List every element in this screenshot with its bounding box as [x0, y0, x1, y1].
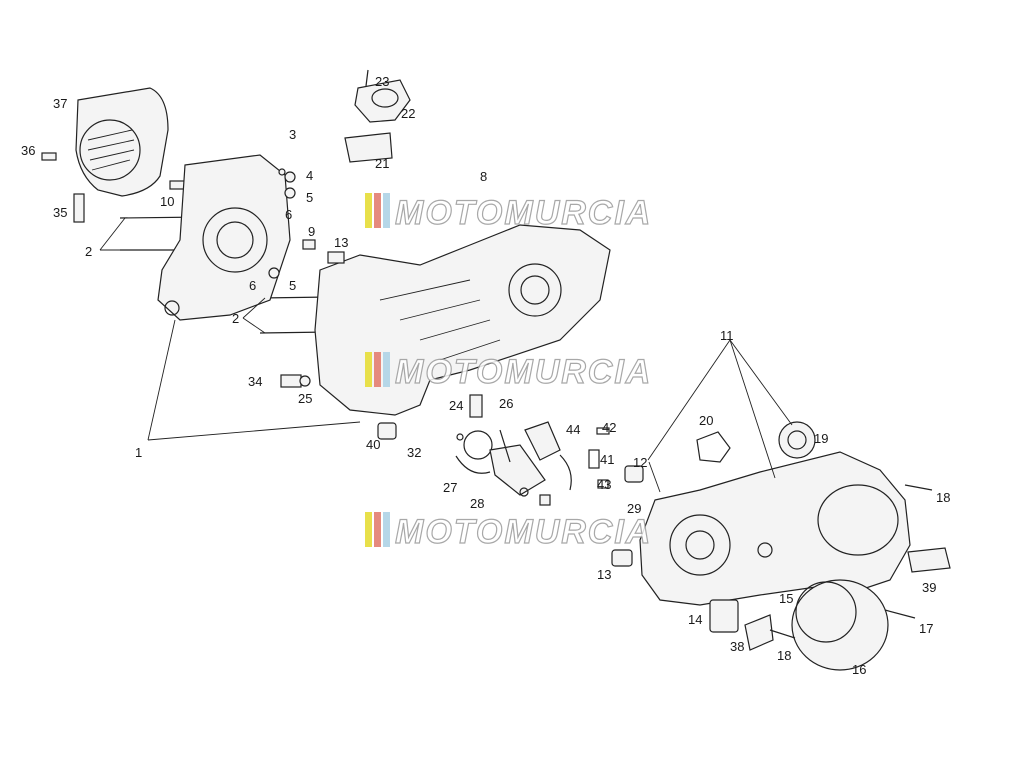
- callout-14: 14: [688, 612, 702, 627]
- part-39-plate: [907, 547, 951, 573]
- part-23-screw: [365, 69, 369, 87]
- watermark-text: MOTOMURCIA: [395, 353, 652, 391]
- callout-37: 37: [53, 96, 67, 111]
- callout-25: 25: [298, 391, 312, 406]
- part-16-cover: [791, 579, 889, 671]
- callout-42: 42: [602, 420, 616, 435]
- callout-17: 17: [919, 621, 933, 636]
- watermark-top: MOTOMURCIA: [365, 193, 652, 233]
- leader-lines: [99, 217, 793, 493]
- callout-29: 29: [627, 501, 641, 516]
- callout-11: 11: [720, 328, 734, 343]
- callout-23: 23: [375, 74, 389, 89]
- callout-2: 2: [232, 311, 239, 326]
- callout-3: 3: [289, 127, 296, 142]
- callout-13: 13: [334, 235, 348, 250]
- part-37-fan-cover: [75, 87, 169, 197]
- watermark-text: MOTOMURCIA: [395, 513, 652, 551]
- part-34-plug: [280, 374, 311, 388]
- callout-36: 36: [21, 143, 35, 158]
- part-22-intake-manifold: [354, 79, 411, 123]
- watermark-text: MOTOMURCIA: [395, 194, 652, 232]
- part-35-clip: [73, 193, 85, 223]
- part-36-screw: [41, 152, 57, 161]
- callout-1: 1: [135, 445, 142, 460]
- part-14-pad: [709, 599, 739, 633]
- callout-40: 40: [366, 437, 380, 452]
- kickstart-parts: [455, 394, 610, 506]
- part-12-bush: [624, 465, 644, 483]
- callout-44: 44: [566, 422, 580, 437]
- callout-39: 39: [922, 580, 936, 595]
- callout-27: 27: [443, 480, 457, 495]
- callout-labels: 1 2 2 3 4 5 5 6 6 8 9 10 11 12 13 13 14 …: [21, 74, 950, 677]
- callout-6: 6: [249, 278, 256, 293]
- callout-10: 10: [160, 194, 174, 209]
- callout-28: 28: [470, 496, 484, 511]
- callout-41: 41: [600, 452, 614, 467]
- callout-16: 16: [852, 662, 866, 677]
- callout-35: 35: [53, 205, 67, 220]
- watermark-bottom: MOTOMURCIA: [365, 512, 652, 552]
- part-20-gasket: [696, 431, 731, 463]
- part-40-bush: [377, 422, 397, 440]
- part-21-gasket: [344, 132, 393, 163]
- callout-18: 18: [777, 648, 791, 663]
- callout-43: 43: [597, 477, 611, 492]
- callout-34: 34: [248, 374, 262, 389]
- callout-13: 13: [597, 567, 611, 582]
- callout-21: 21: [375, 156, 389, 171]
- callout-12: 12: [633, 455, 647, 470]
- part-13-bush: [611, 549, 633, 567]
- part-38-bracket: [744, 614, 774, 651]
- callout-4: 4: [306, 168, 313, 183]
- part-19-bearing: [778, 421, 816, 459]
- callout-20: 20: [699, 413, 713, 428]
- small-fasteners: [268, 168, 345, 279]
- callout-2: 2: [85, 244, 92, 259]
- callout-26: 26: [499, 396, 513, 411]
- callout-6: 6: [285, 207, 292, 222]
- callout-8: 8: [480, 169, 487, 184]
- callout-38: 38: [730, 639, 744, 654]
- callout-24: 24: [449, 398, 463, 413]
- callout-5: 5: [289, 278, 296, 293]
- callout-9: 9: [308, 224, 315, 239]
- callout-5: 5: [306, 190, 313, 205]
- callout-15: 15: [779, 591, 793, 606]
- screws-17-18: [769, 484, 933, 639]
- callout-32: 32: [407, 445, 421, 460]
- callout-18: 18: [936, 490, 950, 505]
- callout-19: 19: [814, 431, 828, 446]
- callout-22: 22: [401, 106, 415, 121]
- part-11-transmission-cover: [639, 451, 911, 606]
- watermark-middle: MOTOMURCIA: [365, 352, 652, 392]
- part-1-left-crankcase: [157, 154, 291, 321]
